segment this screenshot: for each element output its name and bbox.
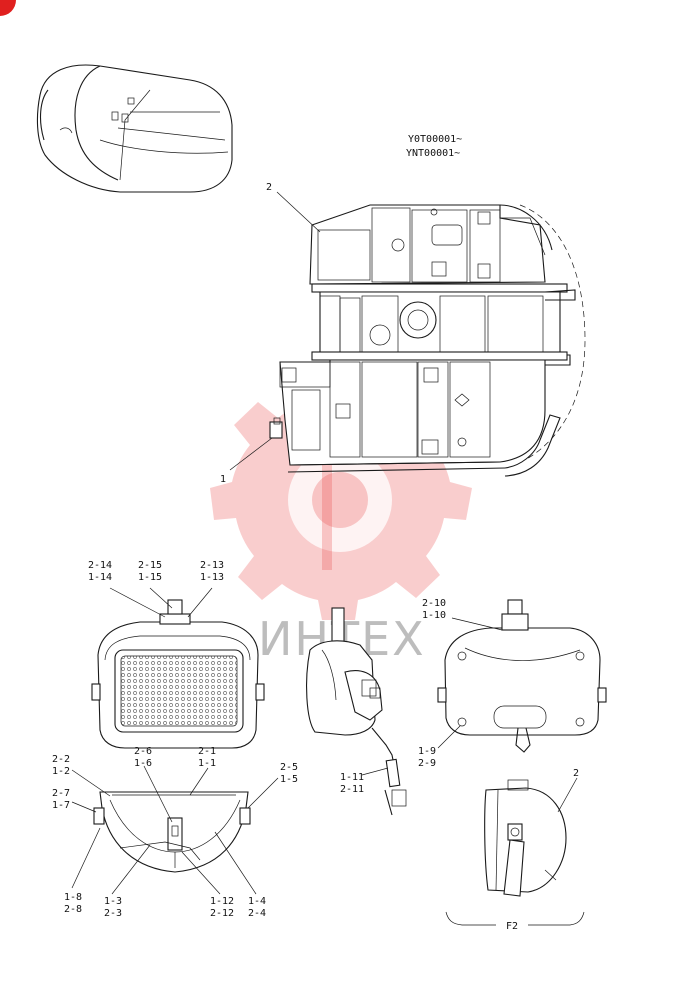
label-section-h-2: 2-12 — [210, 908, 234, 919]
label-rear-b-1: 1-9 — [418, 746, 436, 757]
label-section-d-1: 2-1 — [198, 746, 216, 757]
label-front-top-right-2: 1-13 — [200, 572, 224, 583]
label-rear-b-2: 2-9 — [418, 758, 436, 769]
callout-f2-2: 2 — [573, 768, 579, 779]
work-light-section-view — [71, 765, 279, 895]
label-side-a-2: 2-11 — [340, 784, 364, 795]
label-front-top-mid-2: 1-15 — [138, 572, 162, 583]
label-section-f-2: 2-8 — [64, 904, 82, 915]
callout-cab-2: 2 — [266, 182, 272, 193]
label-section-b-1: 2-7 — [52, 788, 70, 799]
label-section-d-2: 1-1 — [198, 758, 216, 769]
work-light-rear-view — [437, 599, 607, 753]
label-section-f-1: 1-8 — [64, 892, 82, 903]
label-rear-a-1: 2-10 — [422, 598, 446, 609]
label-side-a-1: 1-11 — [340, 772, 364, 783]
label-section-g-2: 2-3 — [104, 908, 122, 919]
label-front-top-mid-1: 2-15 — [138, 560, 162, 571]
label-section-i-2: 2-4 — [248, 908, 266, 919]
label-section-c-2: 1-6 — [134, 758, 152, 769]
f2-view-label: F2 — [506, 921, 518, 932]
serial-line-2: YNT00001~ — [406, 148, 460, 159]
label-section-h-1: 1-12 — [210, 896, 234, 907]
label-section-a-2: 1-2 — [52, 766, 70, 777]
label-section-e-2: 1-5 — [280, 774, 298, 785]
callout-cab-1: 1 — [220, 474, 226, 485]
label-section-e-1: 2-5 — [280, 762, 298, 773]
label-section-i-1: 1-4 — [248, 896, 266, 907]
label-front-top-left-1: 2-14 — [88, 560, 112, 571]
corner-marker — [0, 0, 16, 16]
label-rear-a-2: 1-10 — [422, 610, 446, 621]
label-section-b-2: 1-7 — [52, 800, 70, 811]
machine-thumbnail — [36, 64, 233, 193]
label-section-c-1: 2-6 — [134, 746, 152, 757]
label-section-g-1: 1-3 — [104, 896, 122, 907]
label-front-top-left-2: 1-14 — [88, 572, 112, 583]
work-light-side-view — [306, 607, 407, 816]
label-front-top-right-1: 2-13 — [200, 560, 224, 571]
cab-frame-drawing — [229, 191, 586, 477]
serial-line-1: Y0T00001~ — [408, 134, 462, 145]
work-light-front-view — [91, 587, 265, 749]
label-section-a-1: 2-2 — [52, 754, 70, 765]
work-light-f2-view — [445, 777, 585, 926]
